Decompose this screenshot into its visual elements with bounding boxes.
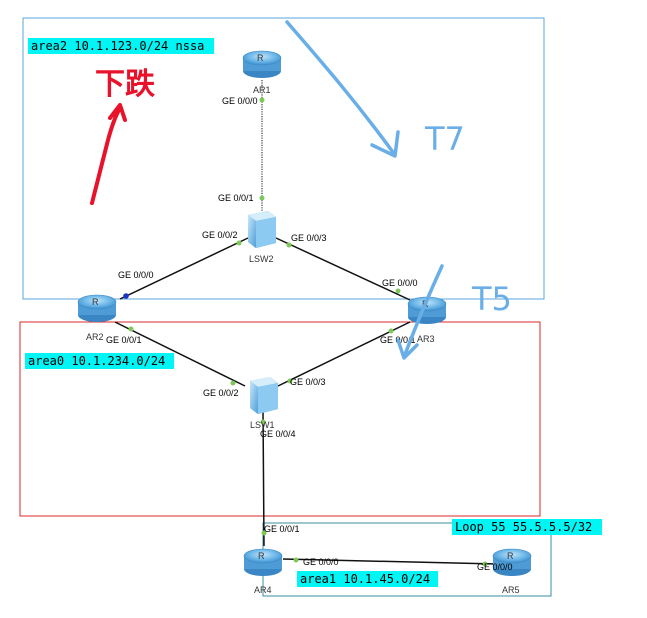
area0-label: area0 10.1.234.0/24 xyxy=(28,354,165,368)
device-name-lsw2: LSW2 xyxy=(249,254,274,264)
port-label: GE 0/0/0 xyxy=(477,562,513,572)
port-dot xyxy=(261,530,267,536)
switch-lsw2[interactable] xyxy=(248,211,276,248)
switch-icon xyxy=(250,377,278,414)
blue-note-t7: T7 xyxy=(424,120,465,158)
device-name-ar1: AR1 xyxy=(253,85,271,95)
switch-lsw1[interactable] xyxy=(250,377,278,414)
router-glyph: R xyxy=(507,551,514,561)
router-glyph: R xyxy=(92,297,99,307)
router-ar2[interactable]: R xyxy=(77,294,117,323)
port-label: GE 0/0/0 xyxy=(118,270,154,280)
port-label: GE 0/0/1 xyxy=(218,193,254,203)
port-label: GE 0/0/0 xyxy=(382,278,418,288)
area1-label-bg xyxy=(297,571,438,587)
area2-box xyxy=(22,17,545,300)
port-dot xyxy=(260,419,266,425)
port-label: GE 0/0/2 xyxy=(203,388,239,398)
router-glyph: R xyxy=(257,53,264,63)
port-label: GE 0/0/4 xyxy=(260,429,296,439)
port-dots xyxy=(123,97,488,567)
blue-arrow-icon xyxy=(285,20,400,158)
device-name-ar2: AR2 xyxy=(86,332,104,342)
link-ar2-lsw1 xyxy=(114,321,246,387)
link-lsw2-ar3 xyxy=(275,237,411,301)
port-label: GE 0/0/3 xyxy=(291,233,327,243)
port-dot xyxy=(286,242,292,248)
link-lsw2-ar2 xyxy=(119,237,249,300)
device-name-ar5: AR5 xyxy=(502,585,520,595)
port-label: GE 0/0/0 xyxy=(222,96,258,106)
port-dot xyxy=(287,378,293,384)
area0-label-bg xyxy=(25,353,174,369)
port-dot xyxy=(388,328,394,334)
device-name-ar3: AR3 xyxy=(417,334,435,344)
link-ar4-ar5 xyxy=(282,558,498,565)
area1-label: area1 10.1.45.0/24 xyxy=(300,572,430,586)
red-note: 下跌 xyxy=(95,67,155,102)
port-dot xyxy=(123,293,129,299)
router-glyph: R xyxy=(258,551,265,561)
port-dot xyxy=(482,561,488,567)
switch-icon xyxy=(248,211,276,248)
link-ar3-lsw1 xyxy=(277,321,411,387)
loopback-label: Loop 55 55.5.5.5/32 xyxy=(455,520,592,534)
port-dot xyxy=(259,97,265,103)
blue-arrow-icon xyxy=(396,264,444,360)
area2-label: area2 10.1.123.0/24 nssa xyxy=(31,39,204,53)
router-ar4[interactable]: R xyxy=(243,548,283,577)
blue-note-t5: T5 xyxy=(471,280,512,318)
port-dot xyxy=(259,195,265,201)
router-ar5[interactable]: R xyxy=(492,548,532,577)
red-arrow-icon xyxy=(90,103,127,205)
port-label: GE 0/0/2 xyxy=(202,230,238,240)
device-name-lsw1: LSW1 xyxy=(250,420,275,430)
area0-box xyxy=(19,321,541,517)
area2-label-bg xyxy=(28,38,214,54)
port-dot xyxy=(236,240,242,246)
router-ar1[interactable]: R xyxy=(242,50,282,79)
port-label: GE 0/0/1 xyxy=(106,335,142,345)
loopback-label-bg xyxy=(452,519,602,535)
port-dot xyxy=(395,288,401,294)
port-dot xyxy=(293,557,299,563)
port-label: GE 0/0/1 xyxy=(264,524,300,534)
port-label: GE 0/0/0 xyxy=(303,557,339,567)
device-name-ar4: AR4 xyxy=(254,585,272,595)
port-dot xyxy=(128,326,134,332)
link-lsw1-ar4 xyxy=(262,409,265,547)
port-dot xyxy=(230,380,236,386)
port-label: GE 0/0/3 xyxy=(290,377,326,387)
